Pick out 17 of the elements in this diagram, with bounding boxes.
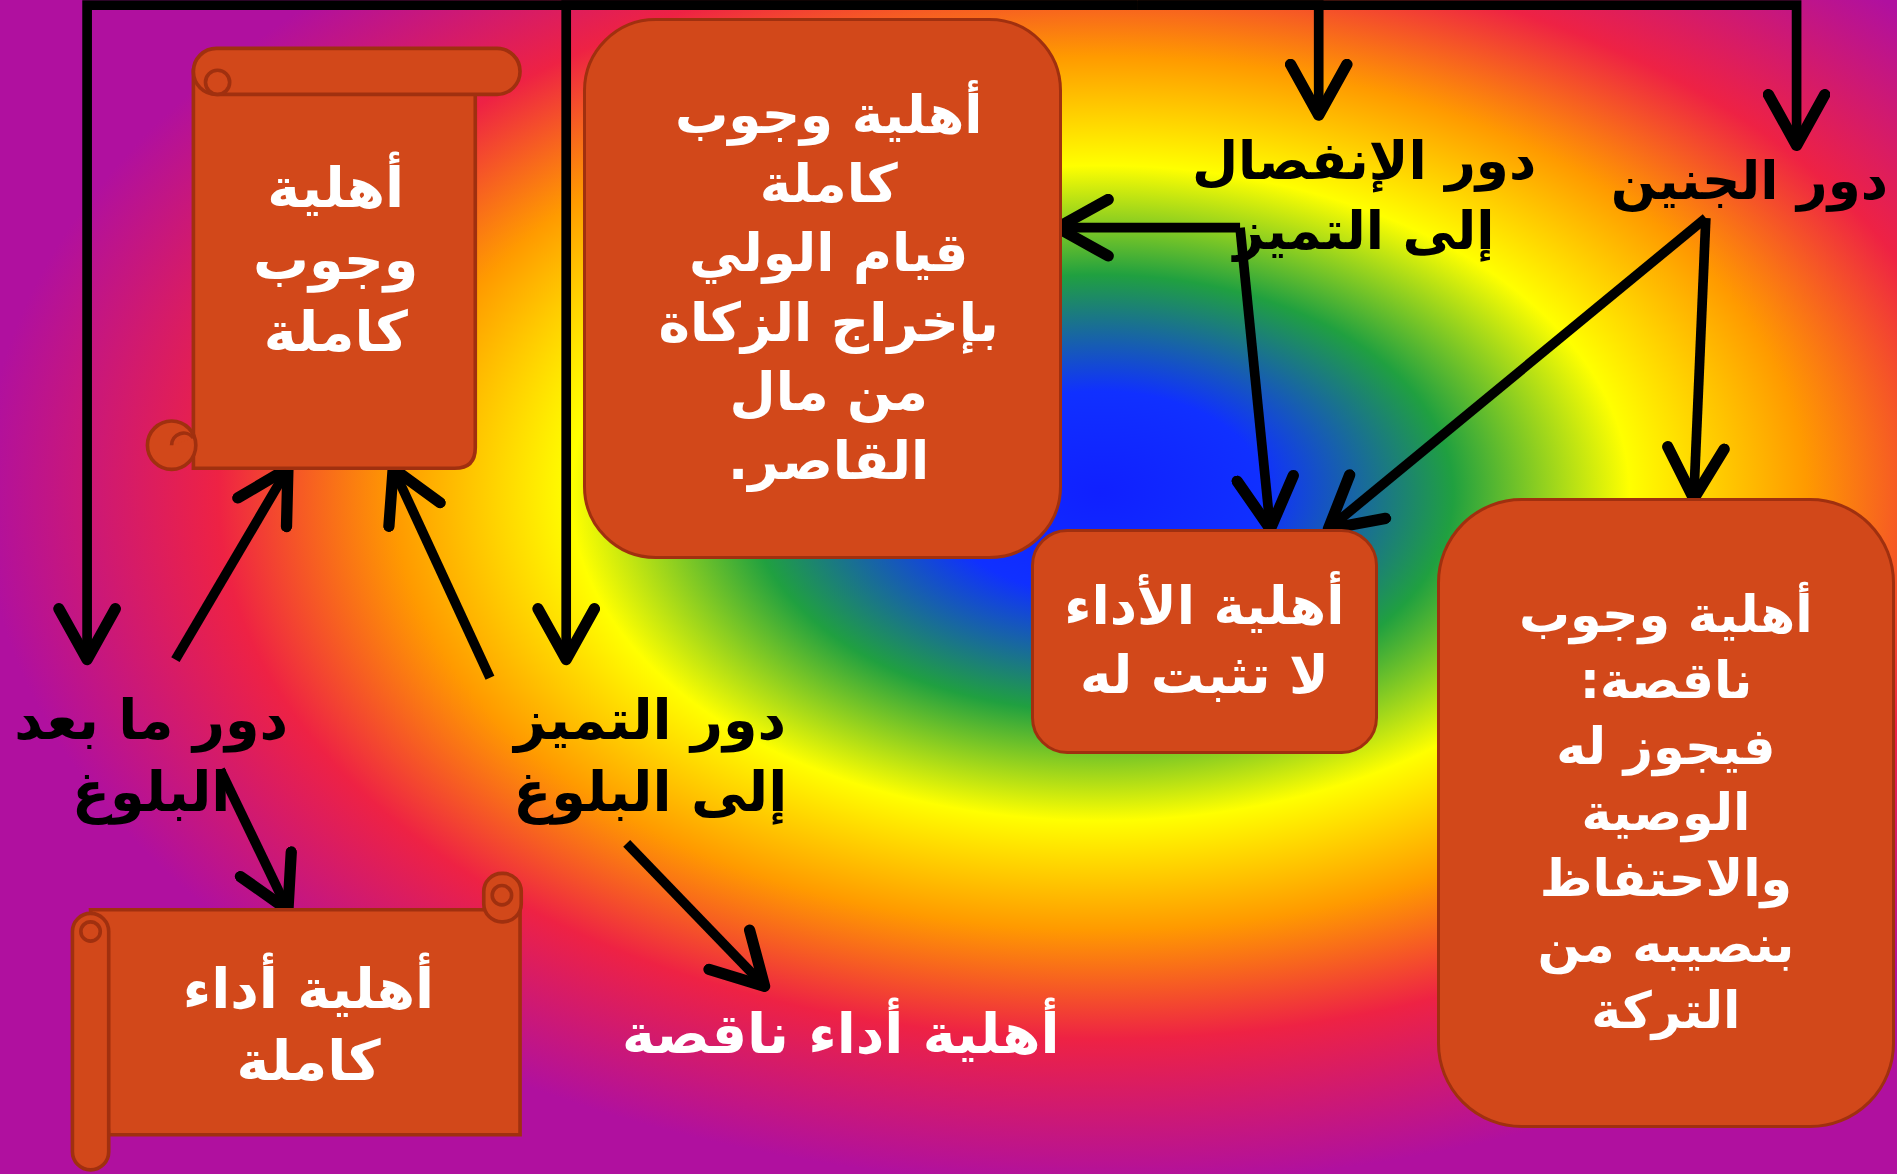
box-text: أهلية الأداء لا تثبت له — [1057, 572, 1351, 711]
box-text: أهلية وجوب كاملة — [199, 151, 472, 369]
box-text: قيام الولي بإخراج الزكاة من مال القاصر. — [657, 221, 1000, 494]
box-text: أهلية وجوب كاملة — [634, 80, 1023, 220]
rounded-box — [1437, 498, 1895, 1128]
rounded-box — [1030, 528, 1378, 754]
stage-label: دور ما بعد البلوغ — [13, 685, 290, 827]
stage-label: أهلية أداء ناقصة — [622, 998, 1060, 1071]
arrow — [1137, 0, 1831, 152]
stage-label: دور الإنفصال إلى التميز — [1191, 129, 1537, 264]
arrow — [623, 840, 771, 992]
box-text: أهلية أداء كاملة — [108, 952, 509, 1098]
rounded-box — [583, 18, 1063, 559]
stage-label: دور الجنين — [1610, 148, 1889, 214]
arrow — [532, 0, 1138, 666]
box-text: أهلية وجوب ناقصة: فيجوز له الوصية والاحتفاظ بنصيبه من التركة — [1512, 581, 1819, 1045]
stage-label: دور التميز إلى البلوغ — [511, 685, 789, 827]
